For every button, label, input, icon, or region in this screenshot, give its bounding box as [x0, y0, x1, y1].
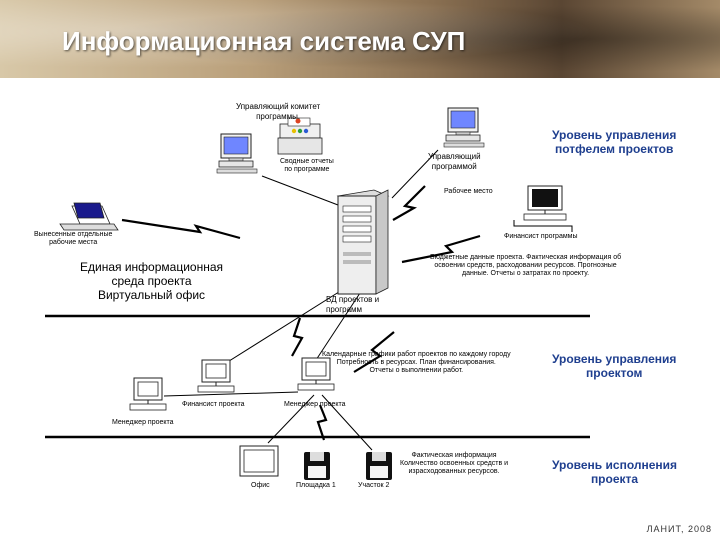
label-calendar: Календарные графики работ проектов по ка… [322, 351, 511, 374]
label-site2: Участок 2 [358, 482, 390, 489]
link-manager-bottom-right [321, 394, 373, 451]
floppy-site1-icon [304, 452, 330, 480]
lightning-server-manager [291, 317, 304, 357]
program-manager-computer-icon [443, 107, 485, 148]
header-banner: Информационная система СУП [0, 0, 720, 78]
level-portfolio: Уровень управления потфелем проектов [552, 128, 677, 156]
link-server-manager [315, 289, 363, 361]
lightning-server-calendar [353, 331, 395, 373]
link-manager-left [163, 391, 299, 397]
label-committee: Управляющий комитет программы. [236, 102, 321, 121]
label-workplace: Рабочее место [444, 188, 493, 195]
committee-computer-icon [216, 133, 258, 174]
label-summary-reports: Сводные отчеты по программе [280, 158, 334, 173]
link-financier-program [513, 220, 573, 232]
level-project: Уровень управления проектом [552, 352, 677, 380]
label-program-manager: Управляющий программой [428, 152, 481, 171]
label-budget-data: Бюджетные данные проекта. Фактическая ин… [430, 254, 622, 277]
link-server-finproject [217, 284, 351, 369]
level-execution: Уровень исполнения проекта [552, 458, 678, 486]
label-manager-project-left: Менеджер проекта [112, 419, 174, 426]
lightning-budget-server [401, 234, 481, 264]
printer-icon [277, 117, 323, 155]
header-photo-shade [0, 0, 720, 78]
label-office: Офис [251, 482, 270, 489]
label-project-db: БД проектов и программ [326, 295, 380, 314]
project-manager-left-terminal-icon [129, 377, 167, 411]
label-site1: Площадка 1 [296, 482, 336, 489]
lightning-workplace-server [392, 185, 426, 221]
page-title: Информационная система СУП [62, 26, 466, 56]
lightning-laptop-server [121, 218, 241, 240]
environment-label: Единая информационная среда проекта Вирт… [80, 260, 223, 302]
floppy-site2-icon [366, 452, 392, 480]
server-icon [336, 189, 390, 295]
link-manager-server [391, 149, 439, 199]
label-manager-project-mid: Менеджер проекта [284, 401, 346, 408]
laptop-icon [59, 202, 119, 231]
label-factual-info: Фактическая информация Количество освоен… [400, 452, 509, 475]
label-remote-workplaces: Вынесенные отдельные рабочие места [34, 231, 113, 246]
project-financier-terminal-icon [197, 359, 235, 393]
label-program-financier: Финансист программы [504, 233, 578, 240]
office-computer-icon [239, 445, 279, 477]
footer-credit: ЛАНИТ, 2008 [646, 524, 712, 534]
link-committee-server [261, 175, 339, 206]
label-project-financier: Финансист проекта [182, 401, 245, 408]
program-financier-terminal-icon [523, 185, 567, 221]
link-manager-bottom-left [267, 394, 315, 444]
lightning-manager-floppy1 [316, 404, 328, 441]
